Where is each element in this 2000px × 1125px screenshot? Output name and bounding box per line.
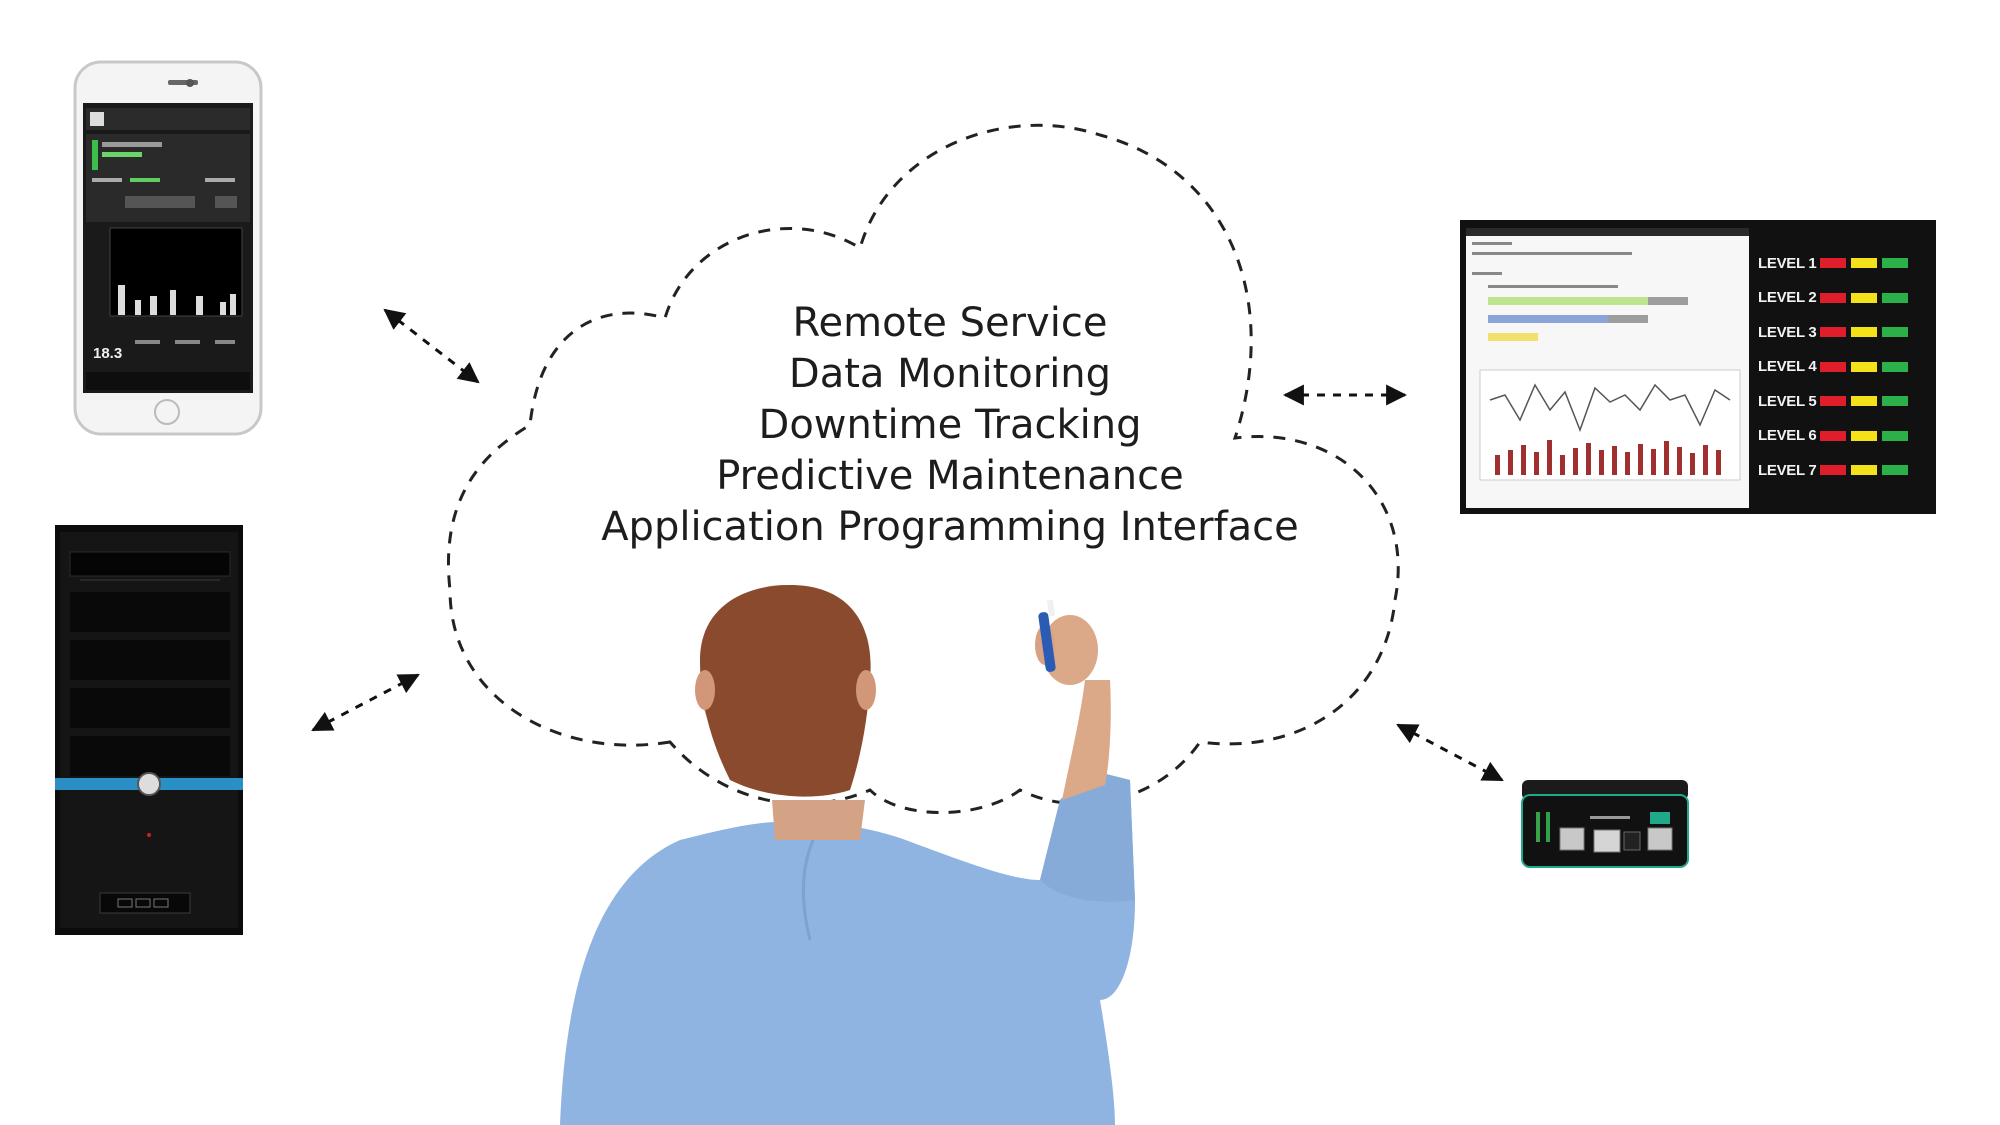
level-row: LEVEL 5 — [1758, 384, 1938, 419]
yellow-lamp — [1851, 430, 1877, 441]
level-status-panel: LEVEL 1 LEVEL 2 LEVEL 3 LEVEL 4 LEVEL 5 … — [1758, 246, 1938, 488]
tower-computer-image — [55, 525, 243, 935]
level-label: LEVEL 7 — [1758, 461, 1817, 479]
service-remote-service: Remote Service — [792, 300, 1108, 346]
red-lamp — [1820, 258, 1846, 269]
yellow-lamp — [1851, 292, 1877, 303]
service-api: Application Programming Interface — [601, 504, 1299, 550]
arrow-gateway — [1396, 723, 1504, 782]
level-row: LEVEL 7 — [1758, 453, 1938, 488]
green-lamp — [1882, 258, 1908, 269]
cloud-outline — [447, 123, 1400, 814]
yellow-lamp — [1851, 327, 1877, 338]
level-label: LEVEL 3 — [1758, 323, 1817, 341]
red-lamp — [1820, 361, 1846, 372]
service-data-monitoring: Data Monitoring — [788, 351, 1112, 397]
cloud-services-list: Remote Service Data Monitoring Downtime … — [560, 298, 1340, 553]
yellow-lamp — [1851, 465, 1877, 476]
yellow-lamp — [1851, 258, 1877, 269]
level-row: LEVEL 6 — [1758, 419, 1938, 454]
level-label: LEVEL 1 — [1758, 254, 1817, 272]
service-downtime-tracking: Downtime Tracking — [758, 402, 1142, 448]
level-row: LEVEL 3 — [1758, 315, 1938, 350]
yellow-lamp — [1851, 396, 1877, 407]
red-lamp — [1820, 327, 1846, 338]
green-lamp — [1882, 292, 1908, 303]
phone-value: 18.3 — [93, 345, 122, 362]
service-predictive-maintenance: Predictive Maintenance — [716, 453, 1184, 499]
level-row: LEVEL 1 — [1758, 246, 1938, 281]
arrow-tower — [311, 673, 420, 732]
yellow-lamp — [1851, 361, 1877, 372]
green-lamp — [1882, 327, 1908, 338]
arrow-phone — [383, 308, 480, 384]
green-lamp — [1882, 396, 1908, 407]
level-label: LEVEL 4 — [1758, 358, 1817, 376]
red-lamp — [1820, 465, 1846, 476]
monitor-dashboard-image — [1460, 220, 1936, 514]
level-label: LEVEL 6 — [1758, 427, 1817, 445]
level-label: LEVEL 5 — [1758, 392, 1817, 410]
level-row: LEVEL 4 — [1758, 350, 1938, 385]
green-lamp — [1882, 430, 1908, 441]
green-lamp — [1882, 361, 1908, 372]
red-lamp — [1820, 396, 1846, 407]
smartphone-image: 18.3 — [73, 60, 263, 436]
level-row: LEVEL 2 — [1758, 281, 1938, 316]
level-label: LEVEL 2 — [1758, 289, 1817, 307]
red-lamp — [1820, 292, 1846, 303]
person-writing-image — [560, 585, 1135, 1125]
gateway-device-image — [1521, 780, 1689, 868]
green-lamp — [1882, 465, 1908, 476]
red-lamp — [1820, 430, 1846, 441]
